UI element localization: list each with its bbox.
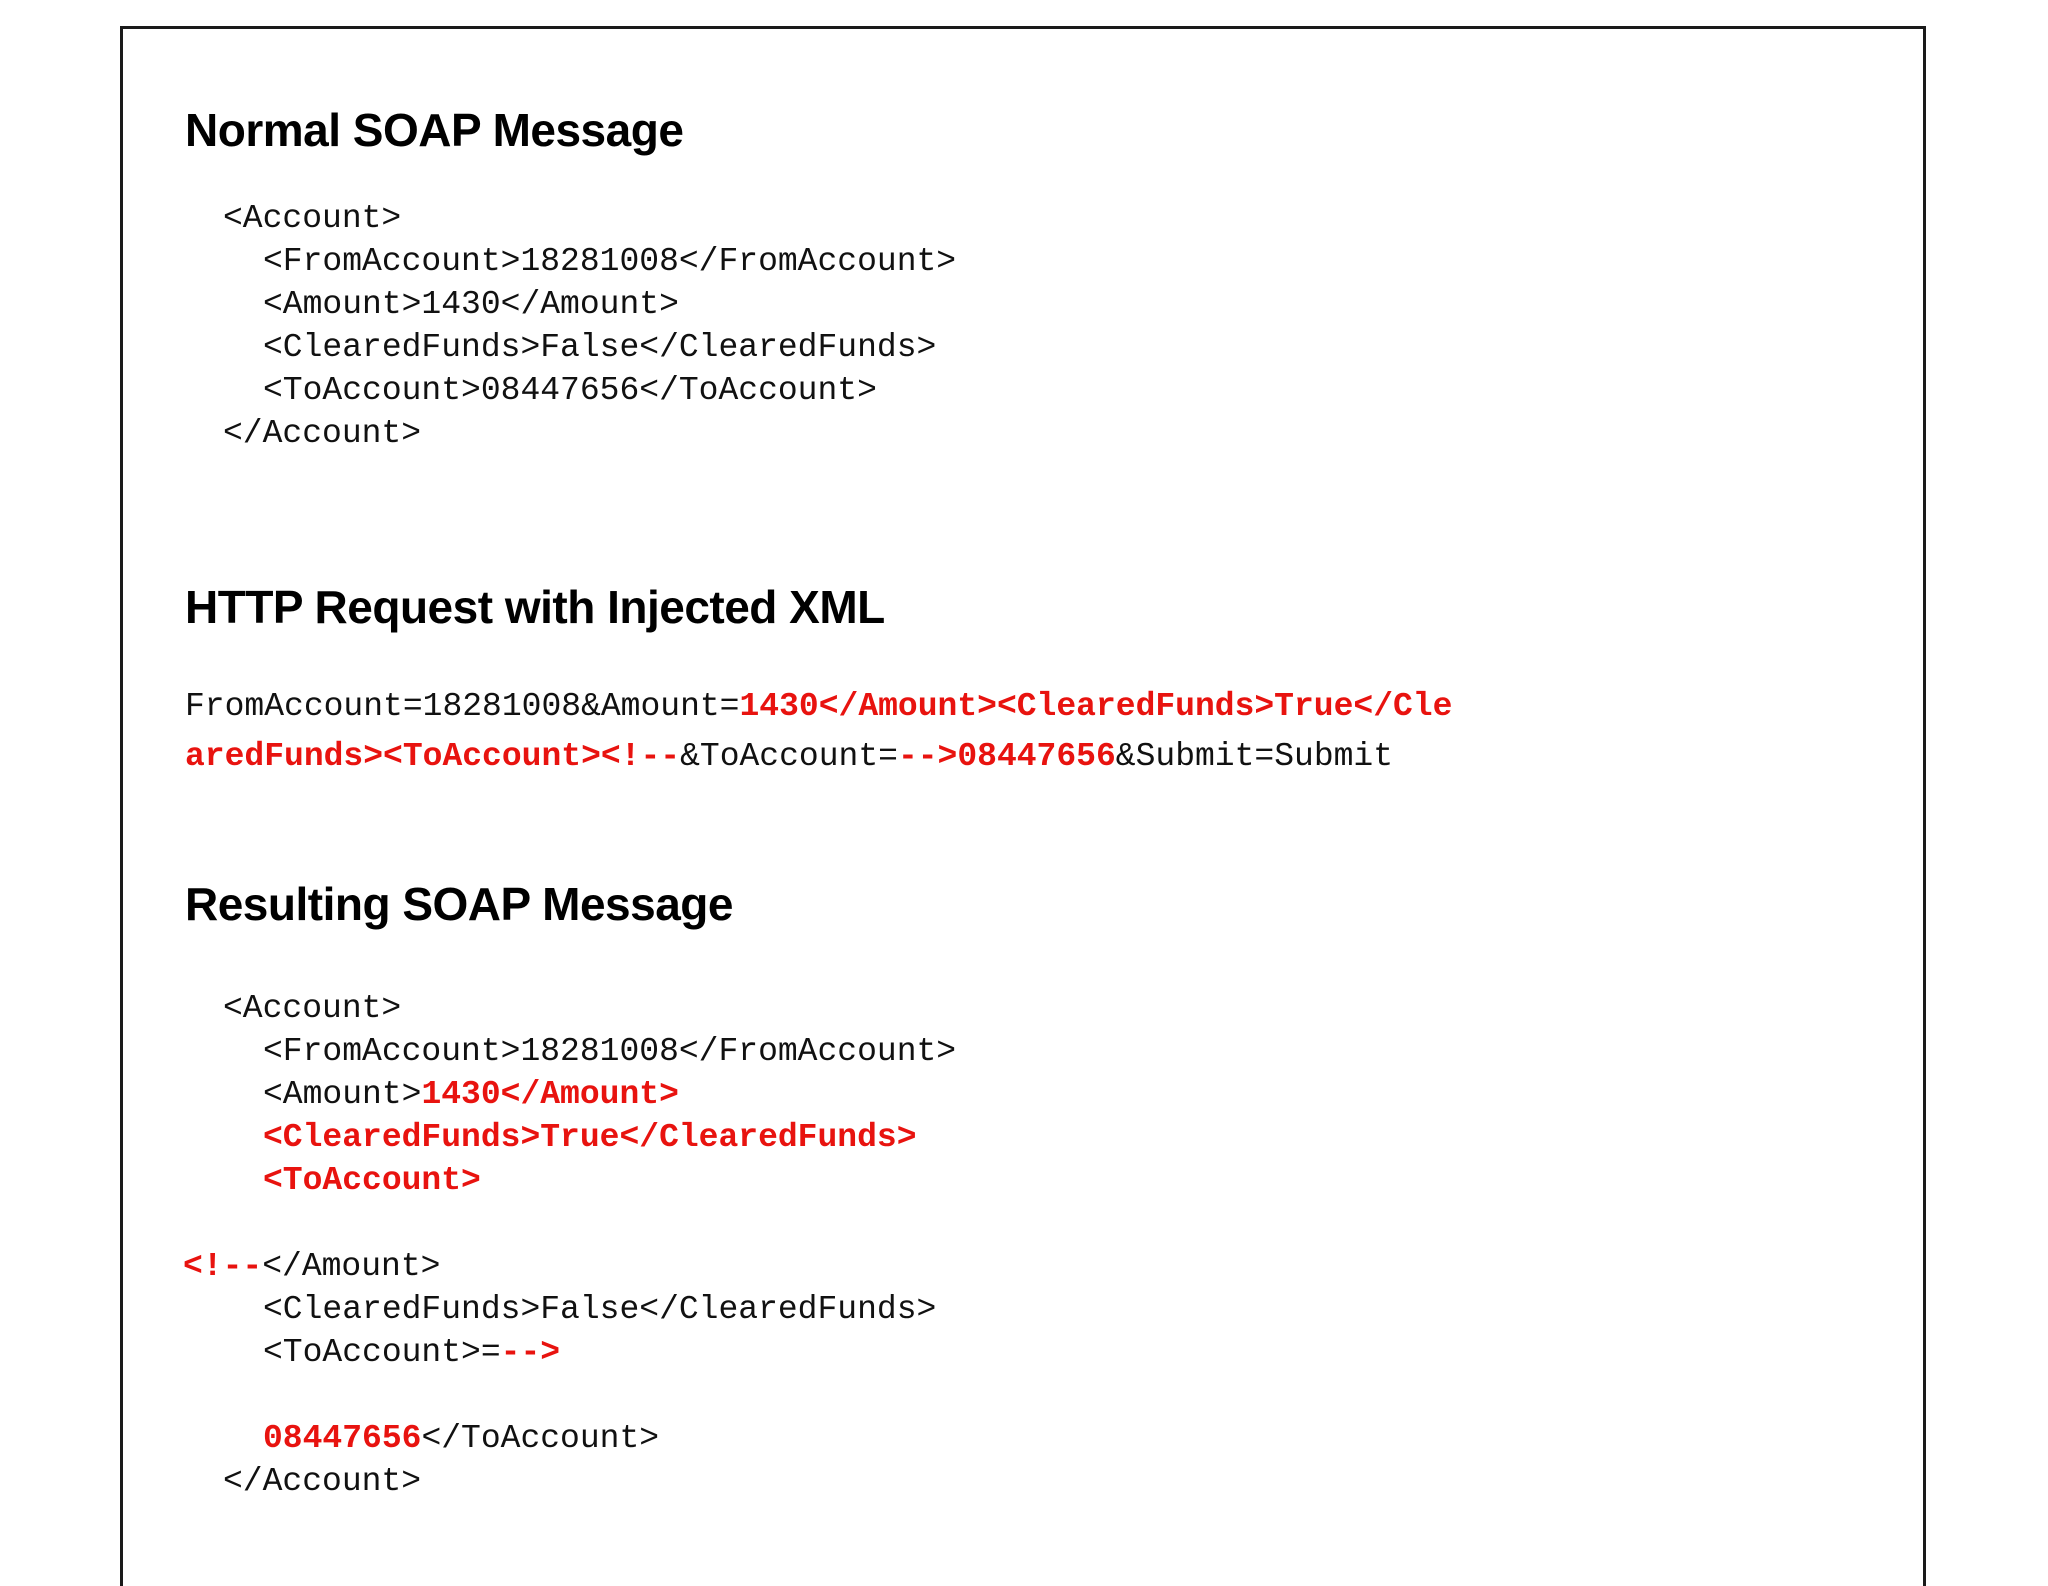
code-line: <ClearedFunds>False</ClearedFunds>: [223, 326, 956, 369]
code-fragment: <FromAccount>18281008</FromAccount>: [263, 243, 957, 280]
code-line: [223, 1202, 956, 1245]
code-line: <Amount>1430</Amount>: [223, 283, 956, 326]
code-line: <ToAccount>: [223, 1159, 956, 1202]
code-line: [223, 1374, 956, 1417]
code-fragment: <Amount>1430</Amount>: [263, 286, 679, 323]
code-fragment: <Account>: [223, 200, 402, 237]
code-block-normal-soap: <Account> <FromAccount>18281008</FromAcco…: [223, 197, 956, 455]
section-title-http-request: HTTP Request with Injected XML: [185, 581, 885, 633]
code-fragment: <ToAccount>=: [263, 1334, 501, 1371]
injected-xml-fragment: <ClearedFunds>True</ClearedFunds>: [263, 1119, 917, 1156]
code-fragment: <ClearedFunds>False</ClearedFunds>: [263, 329, 937, 366]
code-line: FromAccount=18281008&Amount=1430</Amount…: [185, 682, 1452, 732]
code-line: <ToAccount>=-->: [223, 1331, 956, 1374]
code-fragment: &ToAccount=: [680, 738, 898, 775]
injected-xml-fragment: <!--: [183, 1248, 263, 1285]
code-fragment: &Submit=Submit: [1115, 738, 1394, 775]
injected-xml-fragment: 1430</Amount>: [421, 1076, 679, 1113]
code-line: </Account>: [223, 412, 956, 455]
code-line: <FromAccount>18281008</FromAccount>: [223, 1030, 956, 1073]
code-line: 08447656</ToAccount>: [223, 1417, 956, 1460]
injected-xml-fragment: -->: [500, 1334, 561, 1371]
code-line: <ClearedFunds>True</ClearedFunds>: [223, 1116, 956, 1159]
injected-xml-fragment: <ToAccount>: [263, 1162, 481, 1199]
code-line: <FromAccount>18281008</FromAccount>: [223, 240, 956, 283]
code-fragment: </Account>: [223, 415, 422, 452]
code-fragment: <Amount>: [263, 1076, 422, 1113]
code-block-resulting-soap: <Account> <FromAccount>18281008</FromAcco…: [183, 987, 956, 1503]
injected-xml-fragment: 08447656: [263, 1420, 422, 1457]
code-fragment: <ClearedFunds>False</ClearedFunds>: [263, 1291, 937, 1328]
code-fragment: <FromAccount>18281008</FromAccount>: [263, 1033, 957, 1070]
code-line: <Account>: [223, 197, 956, 240]
slide-frame: Normal SOAP Message <Account> <FromAccoun…: [120, 26, 1926, 1586]
code-fragment: <Account>: [223, 990, 402, 1027]
code-fragment: </Amount>: [262, 1248, 441, 1285]
code-block-http-request: FromAccount=18281008&Amount=1430</Amount…: [185, 682, 1452, 782]
injected-xml-fragment: -->08447656: [897, 738, 1116, 775]
injected-xml-fragment: 1430</Amount><ClearedFunds>True</Cle: [739, 688, 1453, 725]
code-fragment: </ToAccount>: [421, 1420, 660, 1457]
code-line: <ToAccount>08447656</ToAccount>: [223, 369, 956, 412]
code-line: <Amount>1430</Amount>: [223, 1073, 956, 1116]
code-line: <Account>: [223, 987, 956, 1030]
section-title-normal-soap: Normal SOAP Message: [185, 104, 684, 156]
code-line: </Account>: [223, 1460, 956, 1503]
section-title-resulting-soap: Resulting SOAP Message: [185, 878, 734, 930]
code-line: aredFunds><ToAccount><!--&ToAccount=-->0…: [185, 732, 1452, 782]
injected-xml-fragment: aredFunds><ToAccount><!--: [185, 738, 681, 775]
code-fragment: <ToAccount>08447656</ToAccount>: [263, 372, 877, 409]
code-fragment: </Account>: [223, 1463, 422, 1500]
code-fragment: FromAccount=18281008&Amount=: [185, 688, 740, 725]
code-line: <!--</Amount>: [183, 1245, 956, 1288]
code-line: <ClearedFunds>False</ClearedFunds>: [223, 1288, 956, 1331]
